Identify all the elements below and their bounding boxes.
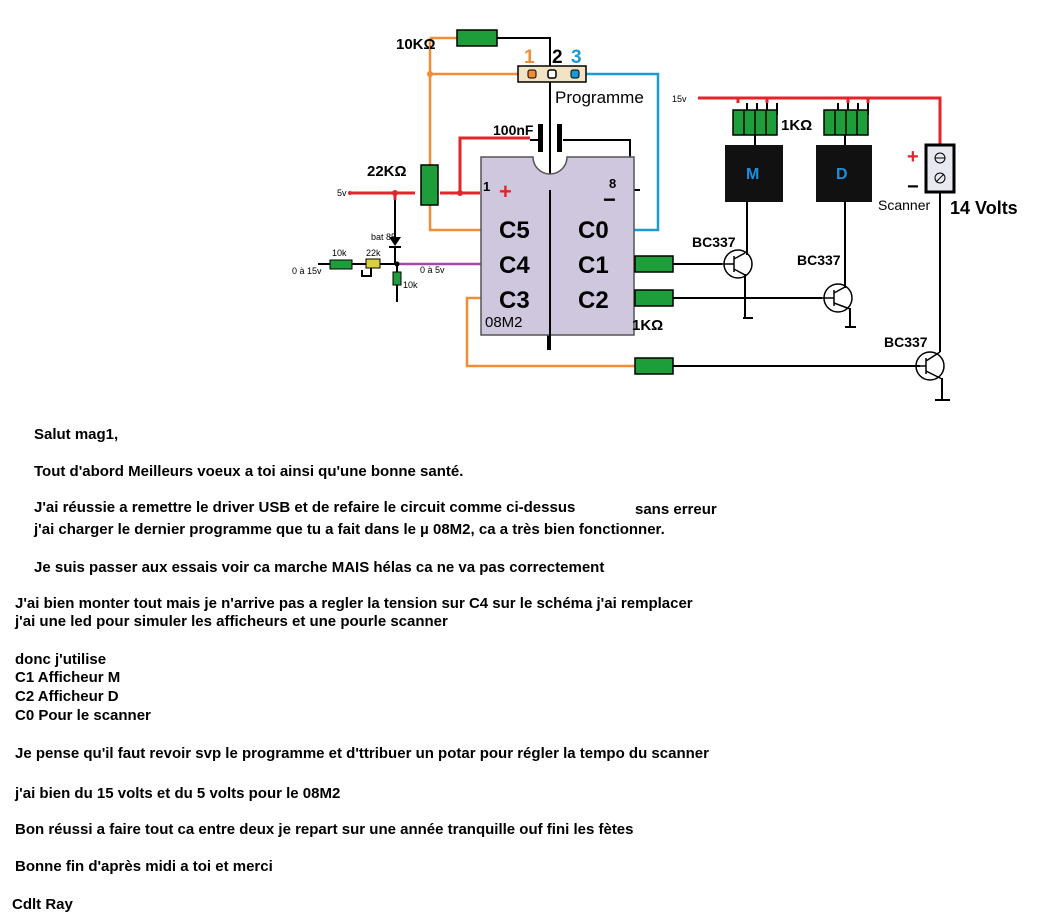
display-m — [725, 145, 783, 202]
message-signature: Cdlt Ray — [12, 896, 73, 913]
message-line: J'ai bien monter tout mais je n'arrive p… — [15, 595, 693, 612]
resistor-1k-c3 — [634, 357, 674, 375]
diode-bar — [389, 246, 401, 248]
label-r10k-in: 10k — [332, 248, 347, 258]
message-line: j'ai une led pour simuler les afficheurs… — [15, 613, 448, 630]
chip-plus-label: + — [499, 179, 512, 204]
diode-bat85 — [389, 237, 401, 246]
label-5v: 5v — [337, 188, 347, 198]
display-m-letter: M — [746, 166, 759, 183]
resistor-1k-c2 — [634, 289, 674, 307]
label-pot22k: 22k — [366, 248, 381, 258]
resistor-10k-input — [329, 259, 353, 270]
scanner-pin-bottom — [934, 172, 946, 184]
node-c4 — [394, 261, 400, 267]
label-in-range: 0 à 15v — [292, 266, 322, 276]
message-line: Je suis passer aux essais voir ca marche… — [34, 559, 605, 576]
potentiometer-22k — [365, 258, 381, 269]
scanner-pin-bottom-mark — [935, 173, 945, 183]
display-d — [816, 145, 872, 202]
transistor-bc337-d — [822, 283, 853, 313]
label-out-range: 0 à 5v — [420, 265, 445, 275]
scanner-connector — [924, 143, 956, 194]
display-d-letter: D — [836, 166, 848, 183]
connector-pin-2 — [547, 69, 557, 79]
message-line: Bon réussi a faire tout ca entre deux je… — [15, 821, 634, 838]
chip-pin1-label: 1 — [483, 179, 490, 194]
pin-label-c0: C0 — [578, 217, 609, 244]
label-cap: 100nF — [493, 122, 534, 138]
label-bc337-2: BC337 — [797, 252, 841, 268]
red-wires — [350, 96, 942, 200]
label-pin2: 2 — [552, 47, 563, 68]
label-pin3: 3 — [571, 47, 582, 68]
resistor-10k-top — [456, 29, 498, 47]
label-pin1: 1 — [524, 47, 535, 68]
message-line: C0 Pour le scanner — [15, 707, 151, 724]
label-r22: 22KΩ — [367, 163, 407, 180]
node-junction-top — [427, 71, 433, 77]
chip-minus-label: − — [603, 187, 616, 212]
label-r1k: 1KΩ — [632, 317, 663, 334]
connector-pin-1 — [527, 69, 537, 79]
rnet-d-dividers — [834, 110, 858, 135]
label-15v: 15v — [672, 94, 687, 104]
microcontroller-chip — [480, 156, 635, 336]
label-r-top: 10KΩ — [396, 36, 436, 53]
label-scanner-plus: + — [907, 146, 919, 168]
label-bc337-3: BC337 — [884, 334, 928, 350]
node-junction-22k — [392, 190, 398, 196]
chip-name: 08M2 — [485, 314, 523, 331]
label-14-volts: 14 Volts — [950, 198, 1018, 218]
resistor-22k — [420, 164, 439, 206]
chip-pin8-label: 8 — [609, 176, 616, 191]
message-line: J'ai réussie a remettre le driver USB et… — [34, 499, 576, 516]
label-programme: Programme — [555, 88, 644, 107]
rnet-m-dividers — [743, 110, 767, 135]
label-bat85: bat 85 — [371, 232, 396, 242]
circuit-schematic: 10KΩ 1 2 3 Programme 100nF 22KΩ 5v 1 + 8… — [292, 29, 1018, 401]
pin-label-c4: C4 — [499, 252, 530, 279]
pin-label-c5: C5 — [499, 217, 530, 244]
message-line: Bonne fin d'après midi a toi et merci — [15, 858, 273, 875]
capacitor-plate-left — [538, 124, 543, 152]
label-scanner: Scanner — [878, 197, 930, 213]
message-line: Je pense qu'il faut revoir svp le progra… — [15, 745, 709, 762]
message-line: j'ai charger le dernier programme que tu… — [34, 521, 665, 538]
node-junction-cap — [457, 190, 463, 196]
resistor-10k-down — [392, 271, 402, 286]
message-line: C1 Afficheur M — [15, 669, 121, 686]
message-line: C2 Afficheur D — [15, 688, 119, 705]
message-line: donc j'utilise — [15, 651, 107, 668]
blue-wires — [585, 72, 660, 232]
orange-wires — [428, 36, 635, 368]
message-line: Tout d'abord Meilleurs voeux a toi ainsi… — [34, 463, 464, 480]
message-line: sans erreur — [635, 501, 717, 518]
transistor-bc337-scanner — [915, 351, 945, 381]
label-r1k-net: 1KΩ — [781, 117, 812, 134]
message-greeting: Salut mag1, — [34, 426, 119, 443]
capacitor-plate-right — [557, 124, 562, 152]
transistor-bc337-m — [722, 249, 753, 279]
node-5v — [348, 191, 352, 195]
message-line: j'ai bien du 15 volts et du 5 volts pour… — [15, 785, 341, 802]
resistor-1k-c1 — [634, 255, 674, 273]
label-bc337-1: BC337 — [692, 234, 736, 250]
label-r10k-down: 10k — [403, 280, 418, 290]
label-scanner-minus: − — [907, 176, 919, 198]
pin-label-c2: C2 — [578, 287, 609, 314]
pin-label-c3: C3 — [499, 287, 530, 314]
pin-label-c1: C1 — [578, 252, 609, 279]
connector-pin-3 — [570, 69, 580, 79]
